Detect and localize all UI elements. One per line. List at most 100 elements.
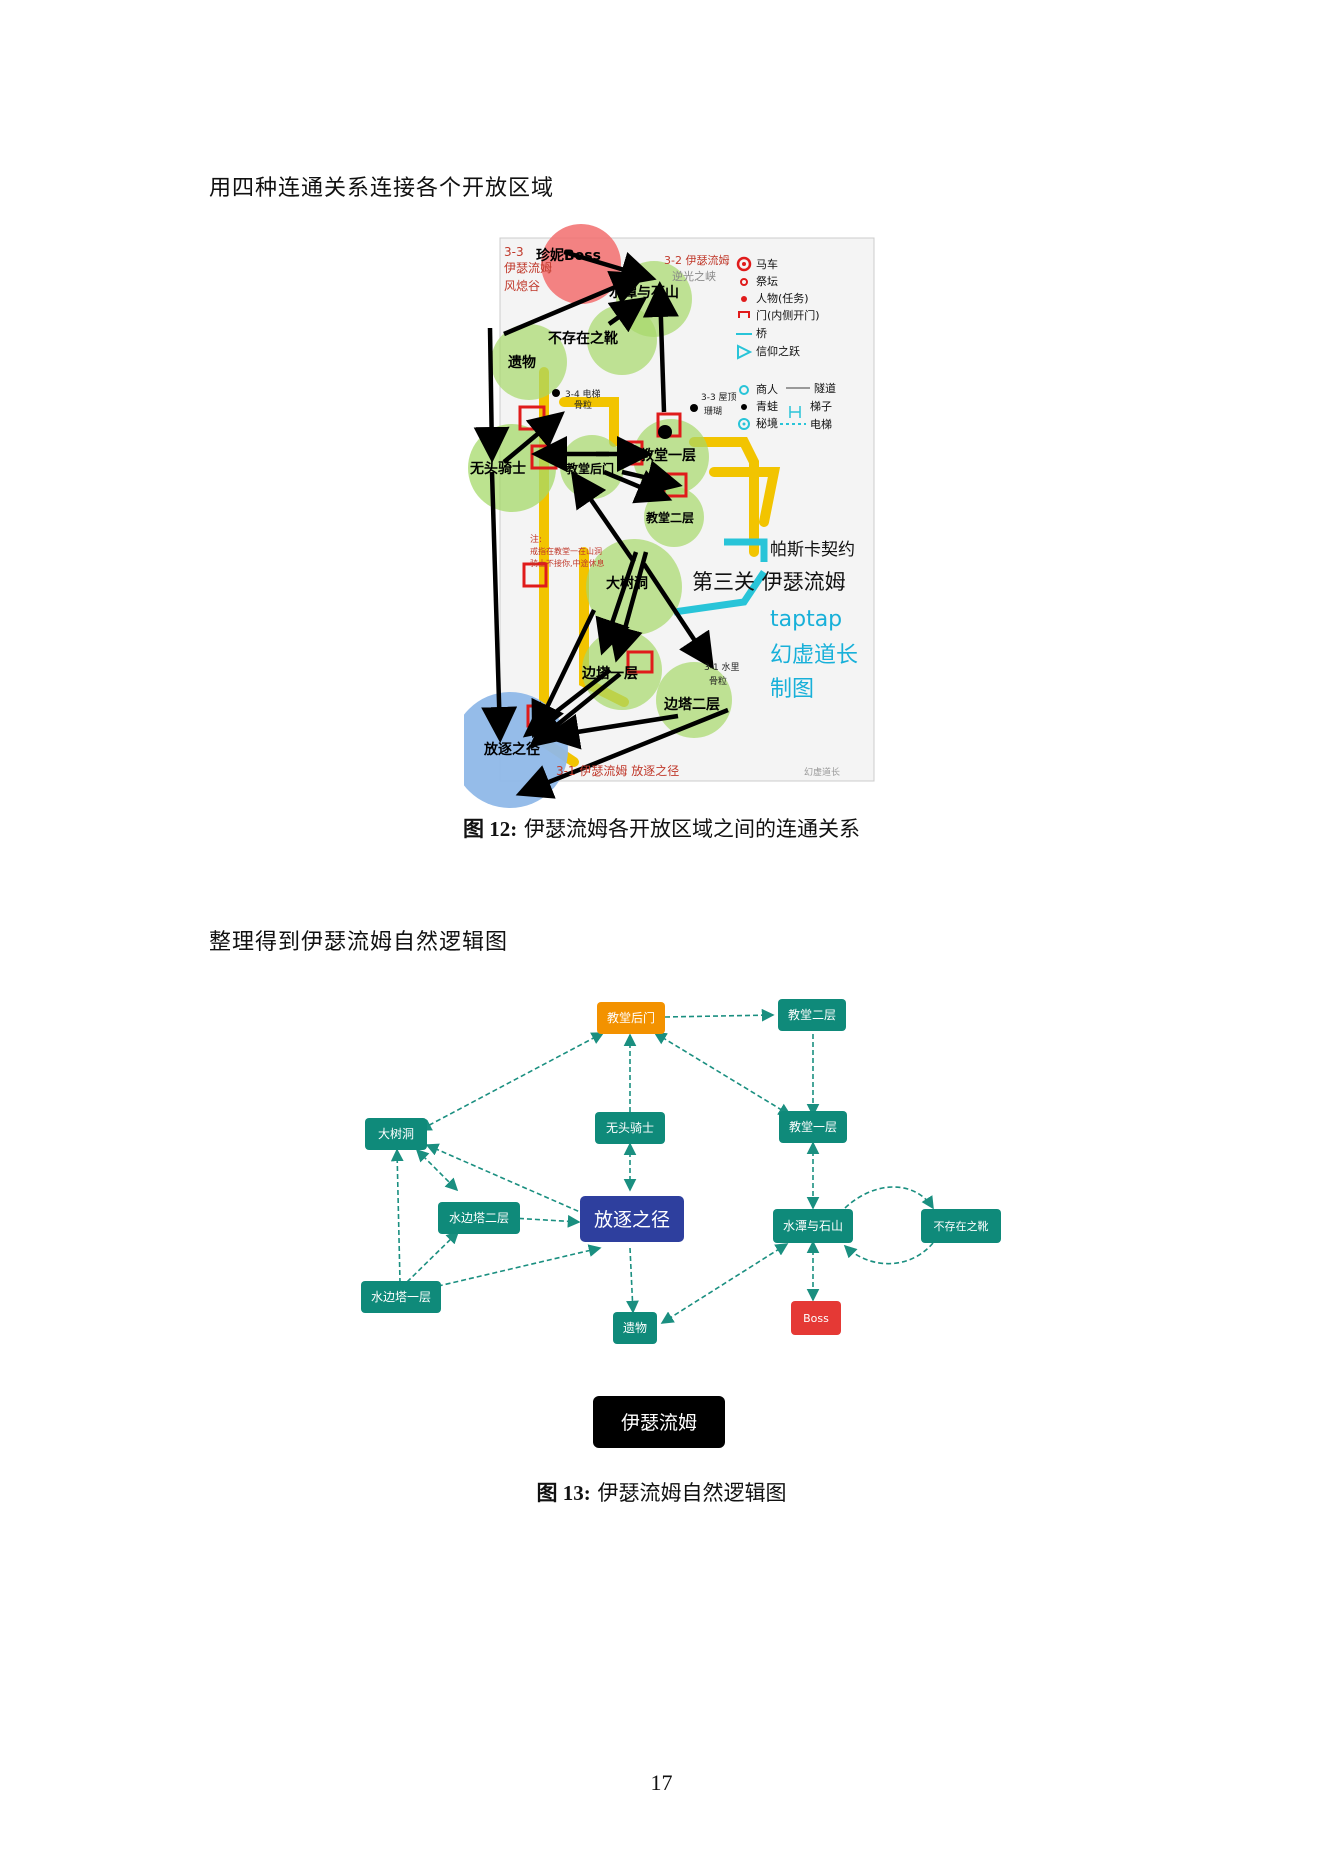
node-pool <box>773 1209 853 1243</box>
node-boss-label: Boss <box>803 1312 829 1325</box>
map-chapter: 第三关 伊瑟流姆 <box>692 570 846 594</box>
logic-graph: 教堂后门 教堂二层 大树洞 无头骑士 教堂一层 水边塔二层 放逐之径 水潭与石山… <box>361 999 1001 1448</box>
area-31-bottom: 3-1 伊瑟流姆 放逐之径 <box>556 763 679 778</box>
area-33b: 3-3 屋顶 <box>701 392 737 403</box>
area-31-sub: 骨粒 <box>709 675 727 687</box>
legend-ladder: 梯子 <box>810 400 832 413</box>
node-church-2f <box>778 999 846 1031</box>
map-brand: taptap <box>770 607 842 632</box>
figure-13-label: 图 13: <box>536 1481 591 1505</box>
figure-13-caption: 图 13: 伊瑟流姆自然逻辑图 <box>0 1477 1323 1507</box>
edge-back-to-church2 <box>664 1008 775 1022</box>
node-big-tree <box>365 1118 427 1150</box>
area-34: 3-4 电梯 <box>565 388 601 400</box>
node-pool-label: 水潭与石山 <box>783 1219 843 1233</box>
map-watermark: 幻虚道长 <box>804 766 840 778</box>
region-circle-big-tree <box>586 539 682 635</box>
figure-12-text: 伊瑟流姆各开放区域之间的连通关系 <box>523 817 860 841</box>
edge-back-church1 <box>653 1032 792 1116</box>
map-label-tower-1f: 边塔一层 <box>581 665 638 682</box>
connection-arrows <box>473 249 729 799</box>
area-33-name: 伊瑟流姆 <box>504 261 552 275</box>
heading-logic-graph: 整理得到伊瑟流姆自然逻辑图 <box>209 930 509 955</box>
legend-merchant: 商人 <box>756 382 778 396</box>
area-33b-sub: 珊瑚 <box>704 406 722 417</box>
edge-tree-exile <box>425 1143 581 1213</box>
map-label-boots: 不存在之靴 <box>548 330 618 347</box>
node-tower-1f-label: 水边塔一层 <box>371 1290 431 1304</box>
area-32-sub: 逆光之峡 <box>672 269 716 283</box>
node-church-2f-label: 教堂二层 <box>788 1007 836 1022</box>
map-note-2: 骑士不接你,中途休息 <box>530 558 605 568</box>
legend-secret: 秘境 <box>756 416 778 430</box>
area-labels: 3-3 伊瑟流姆 风熄谷 3-2 伊瑟流姆 逆光之峡 3-1 伊瑟流姆 放逐之径 <box>504 245 729 778</box>
map-author: 幻虚道长 <box>770 643 858 668</box>
map-label-back-door: 教堂后门 <box>565 461 614 476</box>
legend-door: 门(内侧开门) <box>756 308 820 322</box>
node-church-back-label: 教堂后门 <box>607 1010 655 1025</box>
map-figure: 珍妮Boss 水潭与石山 不存在之靴 遗物 无头骑士 教堂后门 教堂一层 教堂二… <box>464 224 875 808</box>
legend-npc: 人物(任务) <box>756 291 809 305</box>
region-circle-relic <box>491 324 567 400</box>
figure-12-label: 图 12: <box>463 817 518 841</box>
map-dots <box>552 389 698 439</box>
edge-back-tree <box>418 1032 605 1131</box>
graph-nodes: 教堂后门 教堂二层 大树洞 无头骑士 教堂一层 水边塔二层 放逐之径 水潭与石山… <box>361 999 1001 1448</box>
legend-bridge: 桥 <box>756 327 767 340</box>
node-relic-label: 遗物 <box>623 1321 647 1335</box>
node-tower-1f <box>361 1281 441 1313</box>
node-boots <box>921 1209 1001 1243</box>
graph-title: 伊瑟流姆 <box>621 1412 697 1434</box>
map-label-exile: 放逐之径 <box>483 741 540 758</box>
map-label-tower-2f: 边塔二层 <box>663 696 720 713</box>
area-33: 3-3 <box>504 245 524 259</box>
node-church-back <box>597 1002 665 1034</box>
map-pact: 帕斯卡契约 <box>770 540 855 560</box>
legend-tunnel: 隧道 <box>814 381 836 395</box>
map-label-headless: 无头骑士 <box>469 460 526 477</box>
map-legend: 马车 祭坛 人物(任务) 门(内侧开门) 桥 信仰之跃 商人 青蛙 秘境 隧道 … <box>736 256 836 431</box>
map-made: 制图 <box>770 677 814 702</box>
node-boots-label: 不存在之靴 <box>934 1219 989 1233</box>
node-tower-2f <box>438 1202 520 1234</box>
node-church-1f <box>779 1111 847 1143</box>
node-exile <box>580 1196 684 1242</box>
map-label-church-1f: 教堂一层 <box>640 447 696 464</box>
node-boss <box>791 1301 841 1335</box>
node-exile-label: 放逐之径 <box>594 1209 670 1231</box>
edge-pool-boots <box>844 1186 934 1210</box>
area-31: 3-1 水里 <box>704 661 740 673</box>
map-label-relic: 遗物 <box>507 354 536 371</box>
legend-frog: 青蛙 <box>756 400 778 413</box>
heading-connectivity: 用四种连通关系连接各个开放区域 <box>209 176 555 201</box>
area-small-labels: 3-4 电梯 骨粒 3-3 屋顶 珊瑚 3-1 水里 骨粒 注: 戒指在教堂一在… <box>530 388 740 687</box>
node-headless <box>595 1112 665 1144</box>
page-number: 17 <box>650 1770 673 1795</box>
edge-tower2-exile <box>494 1214 581 1228</box>
node-big-tree-label: 大树洞 <box>378 1126 414 1141</box>
legend-carriage: 马车 <box>756 257 778 271</box>
edge-tree-tower2 <box>415 1148 459 1192</box>
region-labels: 珍妮Boss 水潭与石山 不存在之靴 遗物 无头骑士 教堂后门 教堂一层 教堂二… <box>469 247 720 758</box>
figure-12-caption: 图 12: 伊瑟流姆各开放区域之间的连通关系 <box>0 813 1323 843</box>
node-church-1f-label: 教堂一层 <box>789 1119 837 1134</box>
region-circle-boss <box>541 224 621 304</box>
edge-tower1-exile <box>429 1244 602 1289</box>
legend-altar: 祭坛 <box>756 275 778 288</box>
map-label-boss: 珍妮Boss <box>536 247 601 264</box>
edge-boots-pool <box>843 1242 934 1265</box>
edge-pool-relic <box>660 1243 789 1324</box>
edge-tree-tower1 <box>390 1148 404 1283</box>
area-34-sub: 骨粒 <box>574 399 592 411</box>
edge-exile-relic <box>626 1247 639 1314</box>
node-tower-2f-label: 水边塔二层 <box>449 1211 509 1225</box>
legend-elevator: 电梯 <box>810 418 832 431</box>
figure-13-text: 伊瑟流姆自然逻辑图 <box>597 1481 787 1505</box>
map-label-pool: 水潭与石山 <box>609 284 679 301</box>
region-circle-tower-2f <box>656 662 732 738</box>
edge-tower1-tower2 <box>406 1230 460 1283</box>
graph-title-box <box>593 1396 725 1448</box>
area-33-sub: 风熄谷 <box>504 279 540 293</box>
area-32: 3-2 伊瑟流姆 <box>664 253 729 267</box>
map-note: 注: <box>530 533 542 545</box>
